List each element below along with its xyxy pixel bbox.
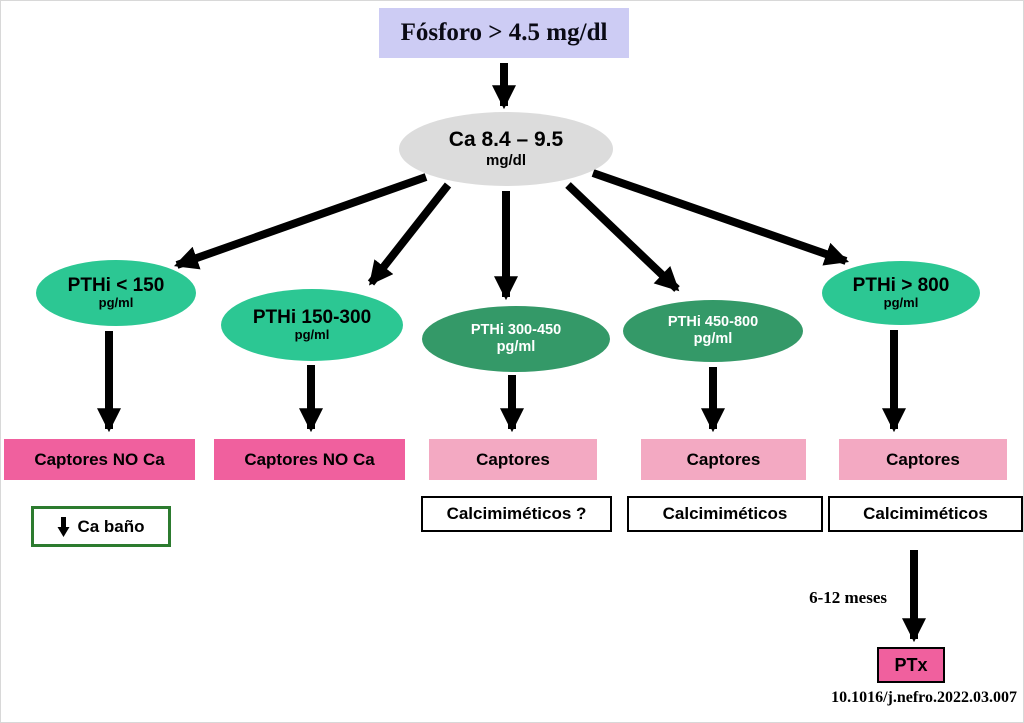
treatment-box-captores-no-ca-1: Captores NO Ca [4, 439, 195, 480]
pth-node-gt800: PTHi > 800 pg/ml [822, 261, 980, 325]
ptx-box: PTx [877, 647, 945, 683]
pth-range: PTHi 300-450 [470, 322, 562, 339]
followup-duration-label: 6-12 meses [809, 588, 887, 607]
arrow-calcium-to-pth5 [591, 169, 850, 266]
arrow-calcium-to-pth1 [173, 173, 428, 270]
pth-unit: pg/ml [883, 295, 919, 311]
pth-unit: pg/ml [496, 339, 536, 355]
doi-reference: 10.1016/j.nefro.2022.03.007 [831, 689, 1017, 706]
treatment-box-captores-2: Captores [641, 439, 806, 480]
calcimimetics-box-question: Calcimiméticos ? [421, 496, 612, 532]
pth-node-450-800: PTHi 450-800 pg/ml [623, 300, 803, 362]
calcium-unit: mg/dl [486, 152, 526, 170]
arrow-calcium-to-pth2 [367, 182, 452, 286]
phosphorus-node: Fósforo > 4.5 mg/dl [379, 8, 629, 58]
down-arrow-icon [57, 516, 70, 537]
calcium-range: Ca 8.4 – 9.5 [448, 128, 564, 152]
treatment-box-captores-1: Captores [429, 439, 597, 480]
pth-node-150-300: PTHi 150-300 pg/ml [221, 289, 403, 361]
calcimimetics-box-2: Calcimiméticos [828, 496, 1023, 532]
pth-range: PTHi 150-300 [252, 306, 372, 328]
pth-unit: pg/ml [693, 331, 733, 347]
calcimimetics-box-1: Calcimiméticos [627, 496, 823, 532]
treatment-box-captores-3: Captores [839, 439, 1007, 480]
pth-unit: pg/ml [294, 327, 330, 343]
treatment-box-captores-no-ca-2: Captores NO Ca [214, 439, 405, 480]
ca-bath-label: Ca baño [77, 516, 145, 536]
pth-unit: pg/ml [98, 295, 134, 311]
pth-range: PTHi 450-800 [667, 314, 759, 331]
pth-range: PTHi < 150 [67, 274, 165, 296]
arrow-calcium-to-pth4 [565, 182, 680, 292]
pth-node-lt150: PTHi < 150 pg/ml [36, 260, 196, 326]
calcium-node: Ca 8.4 – 9.5 mg/dl [399, 112, 613, 186]
pth-range: PTHi > 800 [852, 274, 950, 296]
pth-node-300-450: PTHi 300-450 pg/ml [422, 306, 610, 372]
ca-bath-box: Ca baño [31, 506, 171, 547]
